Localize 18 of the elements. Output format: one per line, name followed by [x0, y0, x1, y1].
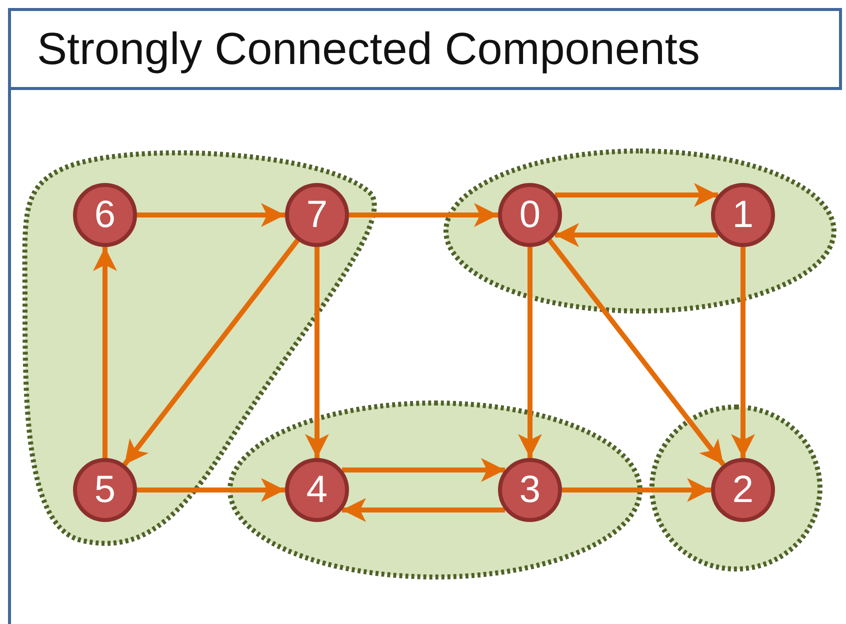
arrow: [137, 203, 285, 227]
arrow: [342, 458, 505, 482]
arrow: [342, 498, 505, 522]
arrow: [548, 238, 726, 466]
arrow: [518, 247, 542, 458]
component-region: [443, 148, 837, 314]
arrow: [122, 238, 300, 466]
arrow: [137, 478, 285, 502]
arrow: [562, 478, 711, 502]
arrow: [349, 203, 498, 227]
arrow: [731, 247, 755, 458]
arrow: [555, 183, 718, 207]
arrow: [305, 247, 329, 458]
component-region: [650, 404, 822, 572]
arrow: [555, 223, 718, 247]
component-region: [228, 400, 642, 580]
arrow: [93, 247, 117, 458]
title-text: Strongly Connected Components: [37, 23, 700, 75]
